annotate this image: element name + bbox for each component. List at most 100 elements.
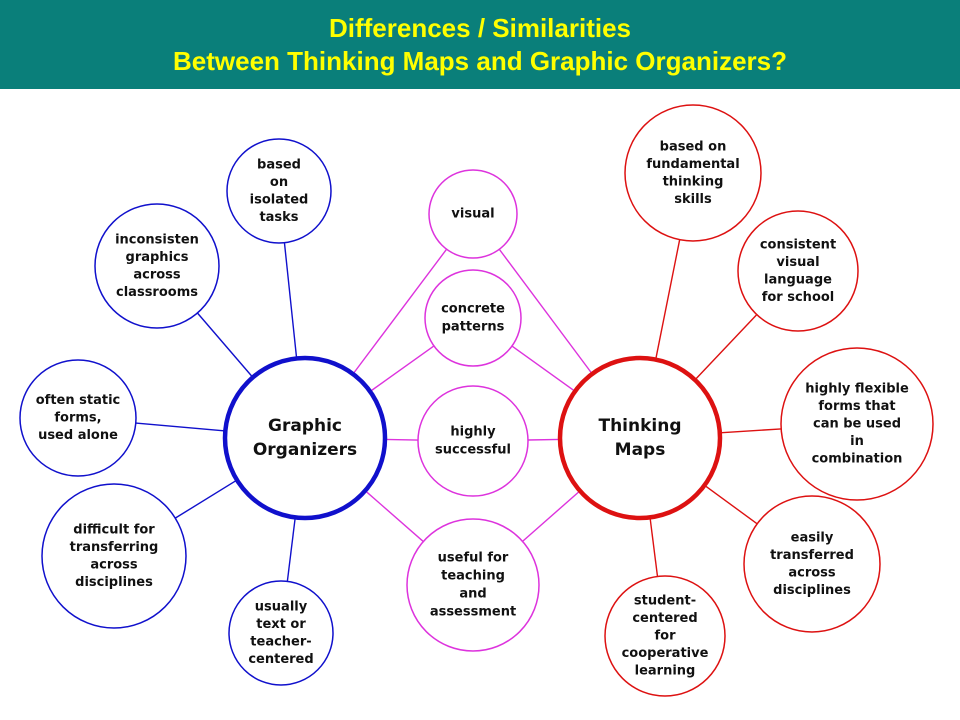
right-item-bubble-text: fundamental [646,157,739,172]
right-item-bubble-text: in [850,434,864,449]
right-item-bubble-text: highly flexible [805,382,909,397]
left-item-bubble: based on isolated tasks [226,138,332,244]
thinking-maps-center-text: Thinking [598,416,681,436]
left-item-bubble-text: across [90,557,138,572]
left-item-bubble-circle [228,580,334,686]
shared-item-bubble: visual [428,169,518,259]
right-connector [649,517,659,577]
shared-item-bubble-circle [406,518,540,652]
left-connector [196,312,254,378]
graphic-organizers-center-text: Graphic [268,416,342,436]
shared-item-bubble-text: teaching [441,569,505,584]
shared-item-bubble-text: assessment [430,605,516,620]
graphic-organizers-center-circle [222,355,388,521]
shared-item-bubble-text: concrete [441,302,505,317]
title-banner: Differences / Similarities Between Think… [0,0,960,89]
shared-item-bubble-text: visual [451,207,494,222]
left-item-bubble-text: across [133,267,181,282]
left-item-bubble-text: disciplines [75,575,153,590]
left-item-bubble-text: usually [255,599,308,614]
graphic-organizers-center-text: Organizers [253,440,357,460]
right-item-bubble-circle [624,104,762,242]
right-item-bubble-text: easily [791,530,834,545]
right-item-bubble-text: learning [635,664,696,679]
shared-item-bubble-text: useful for [438,551,509,566]
left-connector [286,517,296,582]
right-item-bubble-text: combination [812,452,903,467]
left-item-bubble-text: based [257,157,301,172]
left-item-bubble-text: tasks [259,210,298,225]
left-item-bubble-text: on [270,175,288,190]
connector-lines [135,239,782,582]
right-item-bubble-text: forms that [818,399,895,414]
left-item-bubble-text: centered [248,652,313,667]
right-connector [719,428,782,434]
right-item-bubble-text: can be used [813,417,901,432]
right-item-bubble: highly flexible forms that can be used in co… [780,347,934,501]
shared-item-bubble: highly successful [417,385,529,497]
left-item-bubble-circle [41,483,187,629]
shared-connector [498,248,593,375]
shared-connector [522,490,581,542]
left-item-bubble-text: classrooms [116,285,198,300]
shared-connector [352,248,448,375]
right-item-bubble-text: consistent [760,237,836,252]
right-item-bubble-text: centered [632,611,697,626]
shared-connector [527,438,561,441]
left-connector [283,242,298,359]
shared-item-bubble-circle [428,169,518,259]
thinking-maps-center-circle [557,355,723,521]
right-item-bubble-text: disciplines [773,583,851,598]
right-item-bubble-text: cooperative [622,646,709,661]
right-item-bubble-circle [737,210,859,332]
shared-item-bubble-text: and [459,587,486,602]
right-item-bubble-circle [604,575,726,697]
left-item-bubble-text: inconsisten [115,232,199,247]
left-item-bubble-text: teacher- [250,634,311,649]
right-item-bubble-text: for [655,629,677,644]
shared-connector [364,490,424,543]
left-item-bubble-text: isolated [250,192,309,207]
bubble-nodes: basedonisolatedtasksinconsistengraphicsa… [19,104,934,697]
left-item-bubble-circle [94,203,220,329]
right-connector [694,314,758,381]
thinking-maps-center-text: Maps [615,440,666,460]
shared-item-bubble-text: highly [450,425,496,440]
left-item-bubble-text: transferring [70,540,159,555]
right-connector [655,239,681,360]
title-line-1: Differences / Similarities [328,12,632,43]
left-item-bubble-circle [19,359,137,477]
right-item-bubble: student-centered for cooperative learning [604,575,726,697]
shared-item-bubble-text: successful [435,443,511,458]
right-item-bubble-text: for school [762,290,835,305]
left-item-bubble: difficult for transferring across disciplin… [41,483,187,629]
left-connector [174,479,238,519]
shared-connector [384,438,419,441]
left-item-bubble-circle [226,138,332,244]
right-item-bubble-text: across [788,565,836,580]
right-item-bubble-text: thinking [663,174,724,189]
right-item-bubble: consistent visual language for school [737,210,859,332]
shared-item-bubble: concrete patterns [424,269,522,367]
title-line-2: Between Thinking Maps and Graphic Organi… [173,45,787,76]
shared-connector [511,345,576,392]
shared-item-bubble-circle [424,269,522,367]
shared-item-bubble: useful for teaching and assessment [406,518,540,652]
right-item-bubble-text: visual [776,255,819,270]
shared-item-bubble-text: patterns [442,320,505,335]
right-item-bubble-text: language [764,272,832,287]
left-item-bubble-text: difficult for [73,522,155,537]
right-item-bubble-circle [780,347,934,501]
right-item-bubble-text: student- [634,594,696,609]
shared-connector [369,345,435,393]
left-item-bubble-text: often static [36,393,121,408]
left-item-bubble-text: used alone [38,428,118,443]
right-item-bubble-circle [743,495,881,633]
